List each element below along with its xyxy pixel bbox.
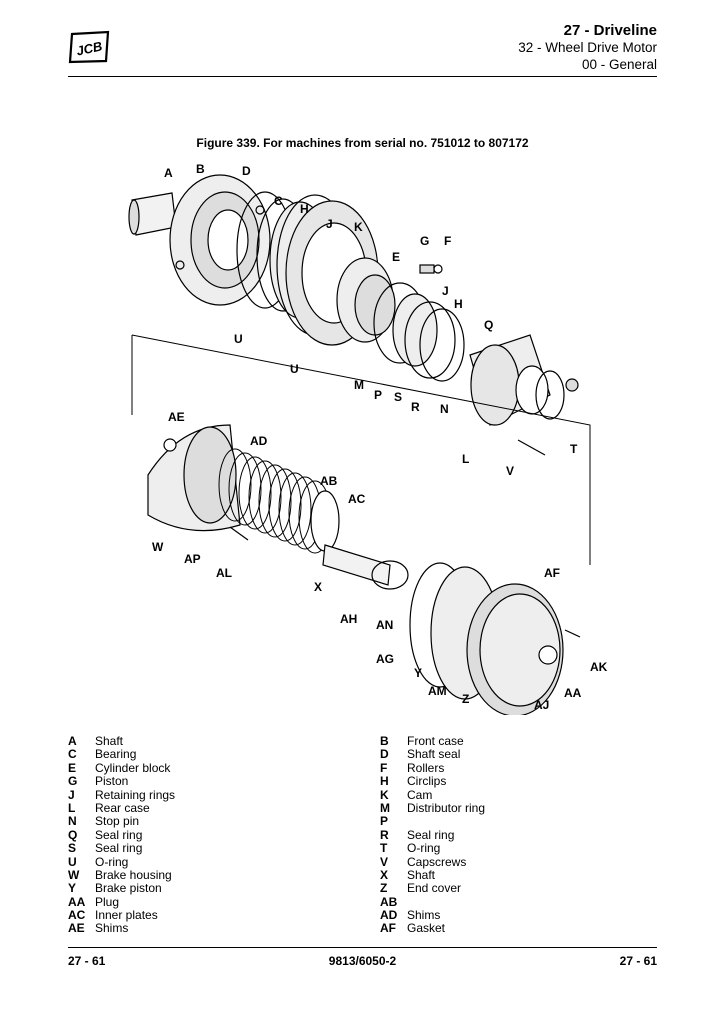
callout-j: J (326, 217, 333, 231)
callout-ac: AC (348, 492, 366, 506)
callout-p: P (374, 388, 382, 402)
callout-aj: AJ (534, 698, 549, 712)
callout-c: C (274, 194, 283, 208)
callout-n: N (440, 402, 449, 416)
callout-j2: J (442, 284, 449, 298)
callout-u2: U (290, 362, 299, 376)
callout-m: M (354, 378, 364, 392)
callout-t: T (570, 442, 578, 456)
exploded-view-figure: A B D C H J K E G F J H Q U U M P S R N … (120, 155, 610, 717)
logo-text: JCB (75, 38, 104, 58)
callout-ak: AK (590, 660, 608, 674)
callout-h: H (300, 202, 309, 216)
callout-b: B (196, 162, 205, 176)
callout-v: V (506, 464, 514, 478)
callout-ap: AP (184, 552, 201, 566)
subsection-title: 00 - General (581, 57, 657, 72)
callout-f: F (444, 234, 451, 248)
figure-caption: Figure 339. For machines from serial no.… (196, 136, 529, 150)
page-number-right: 27 - 61 (619, 954, 657, 968)
callout-w: W (152, 540, 164, 554)
exploded-view-drawing: A B D C H J K E G F J H Q U U M P S R N … (128, 162, 608, 717)
document-number: 9813/6050-2 (328, 954, 397, 968)
callout-q: Q (484, 318, 493, 332)
callout-g: G (420, 234, 429, 248)
callout-ab: AB (320, 474, 338, 488)
callout-ae: AE (168, 410, 185, 424)
callout-am: AM (428, 684, 447, 698)
callout-k: K (354, 220, 363, 234)
callout-e: E (392, 250, 400, 264)
jcb-logo: JCB (68, 30, 110, 64)
callout-labels: A B D C H J K E G F J H Q U U M P S R N … (152, 162, 608, 712)
callout-z: Z (462, 692, 469, 706)
section-title: 32 - Wheel Drive Motor (518, 40, 657, 55)
callout-h2: H (454, 297, 463, 311)
legend-item: AB (380, 894, 398, 909)
callout-an: AN (376, 618, 393, 632)
legend-item: P (380, 814, 389, 829)
callout-x: X (314, 580, 322, 594)
page-number-left: 27 - 61 (68, 954, 106, 968)
page-header: 27 - Driveline 32 - Wheel Drive Motor 00… (518, 22, 657, 73)
callout-aa: AA (564, 686, 582, 700)
chapter-title: 27 - Driveline (563, 22, 657, 39)
callout-ah: AH (340, 612, 357, 626)
callout-y: Y (414, 666, 422, 680)
callout-s: S (394, 390, 402, 404)
callout-u: U (234, 332, 243, 346)
callout-a: A (164, 166, 173, 180)
callout-r: R (411, 400, 420, 414)
header-rule (68, 76, 657, 77)
callout-ad: AD (250, 434, 268, 448)
callout-l: L (462, 452, 469, 466)
callout-af: AF (544, 566, 560, 580)
callout-ag: AG (376, 652, 394, 666)
footer-rule (68, 947, 657, 948)
callout-al: AL (216, 566, 232, 580)
callout-d: D (242, 164, 251, 178)
